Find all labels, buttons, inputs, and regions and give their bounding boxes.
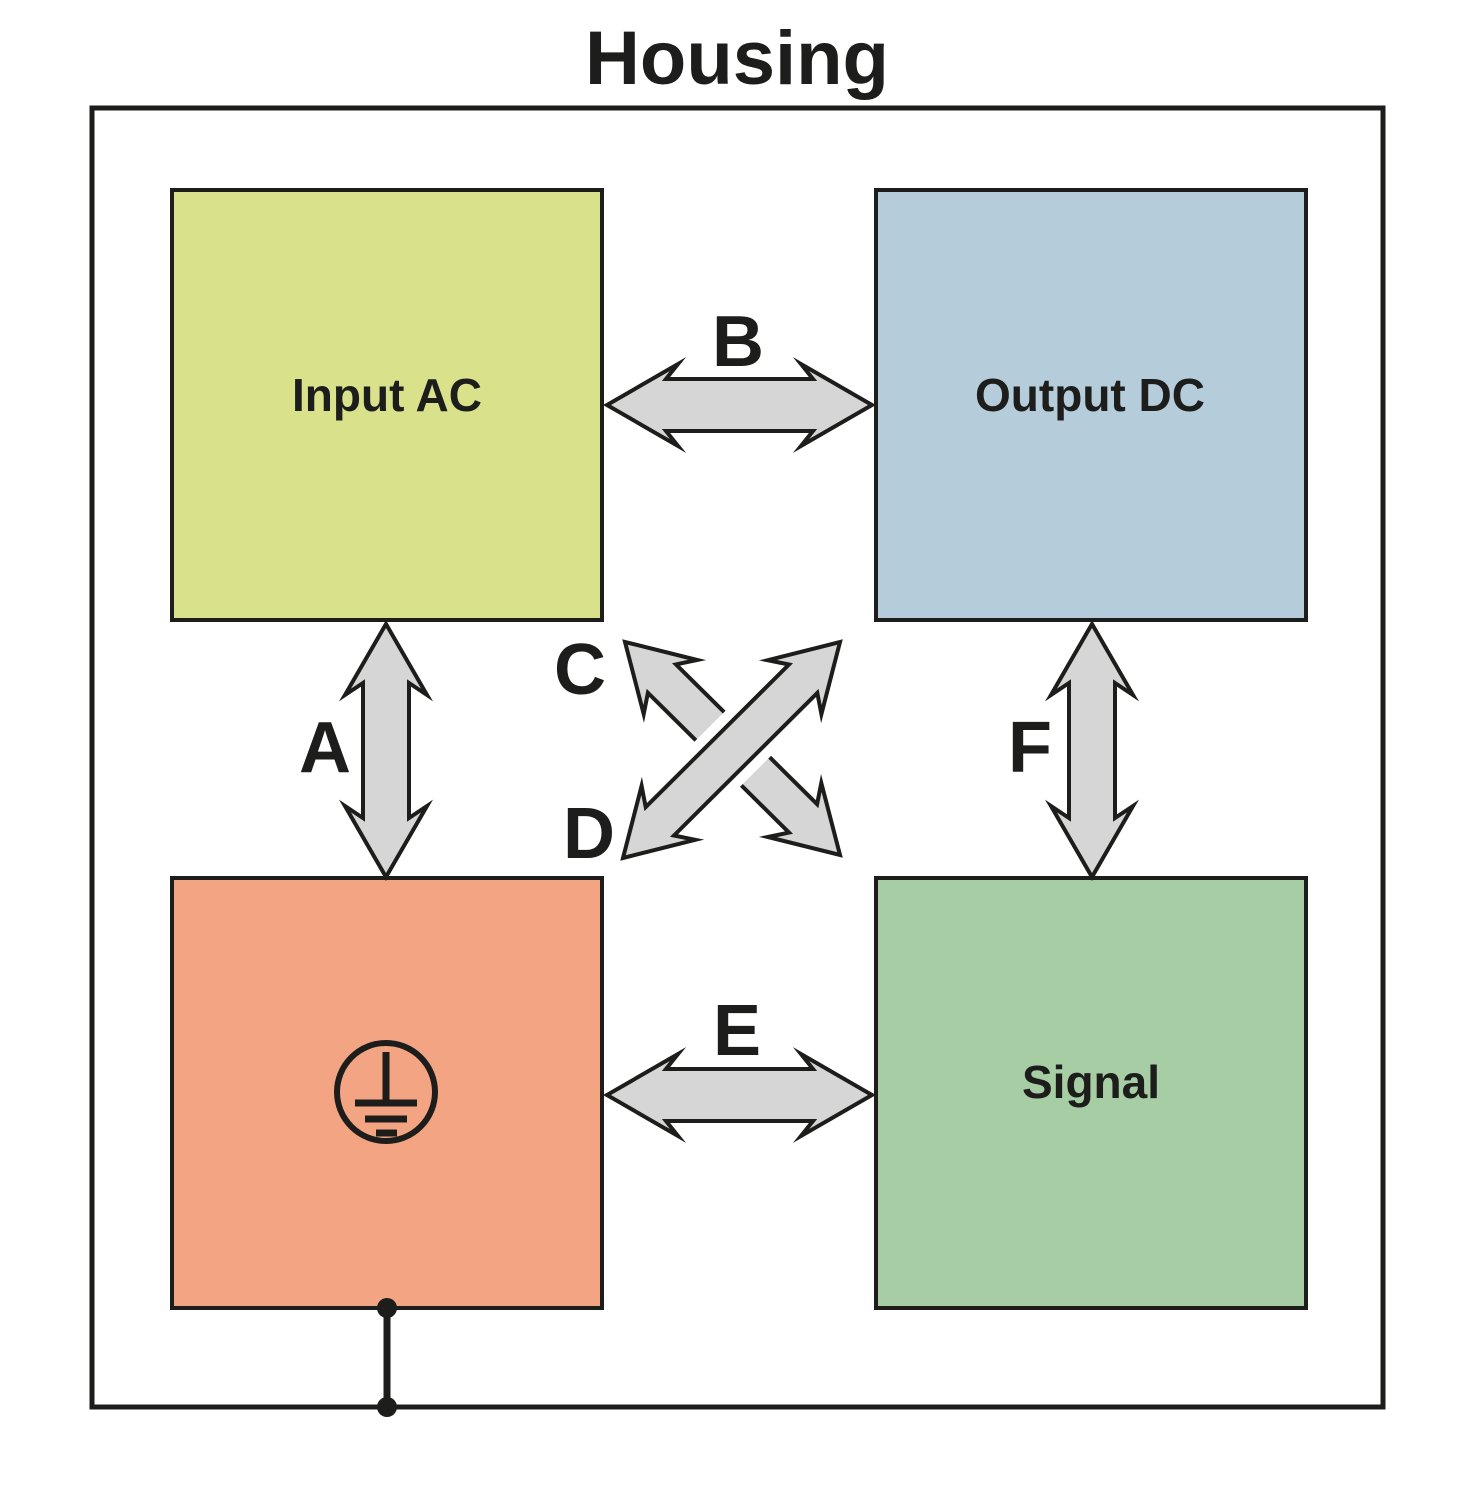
isolation-label-b: B bbox=[712, 302, 764, 382]
isolation-arrow-e bbox=[603, 1046, 876, 1144]
output-dc-block bbox=[874, 188, 1308, 622]
isolation-arrow-b bbox=[603, 356, 876, 454]
housing-title: Housing bbox=[585, 16, 889, 101]
isolation-label-d: D bbox=[563, 794, 615, 874]
isolation-arrow-f bbox=[1044, 620, 1140, 881]
ground-dot-top bbox=[377, 1298, 397, 1318]
isolation-arrow-d bbox=[620, 639, 843, 861]
housing-boundary bbox=[89, 105, 1386, 1410]
protective-earth-icon bbox=[334, 1040, 438, 1144]
ground-dot-bottom bbox=[377, 1397, 397, 1417]
isolation-label-e: E bbox=[713, 991, 761, 1071]
earth-circle bbox=[334, 1040, 438, 1144]
signal-label: Signal bbox=[1022, 1056, 1160, 1108]
ground-connection bbox=[377, 1298, 397, 1417]
output-dc-label: Output DC bbox=[975, 369, 1205, 421]
input-ac-label: Input AC bbox=[292, 369, 482, 421]
isolation-arrow-a bbox=[338, 620, 434, 881]
isolation-label-a: A bbox=[299, 708, 351, 788]
input-ac-block bbox=[170, 188, 604, 622]
signal-block bbox=[874, 876, 1308, 1310]
isolation-label-c: C bbox=[554, 630, 606, 710]
isolation-label-f: F bbox=[1008, 708, 1052, 788]
